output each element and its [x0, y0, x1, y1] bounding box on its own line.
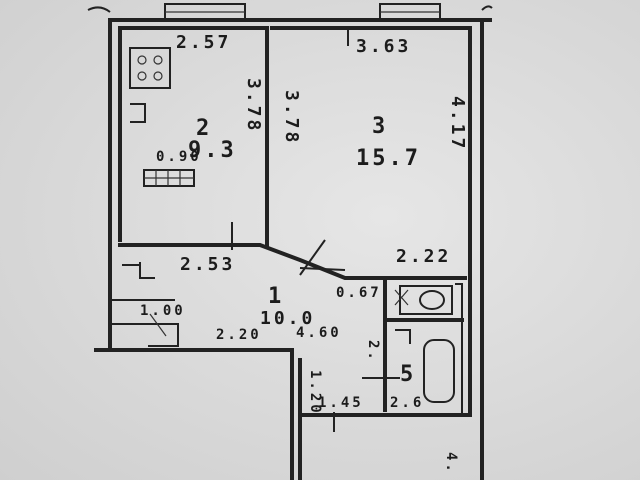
- doors: [139, 222, 346, 279]
- sink-symbol: [130, 103, 146, 123]
- windows: [87, 3, 493, 21]
- dim-hall-left: 1.00: [140, 303, 186, 319]
- room-3-area: 15.7: [356, 146, 421, 171]
- closet: [110, 299, 179, 347]
- stove-symbol: [129, 47, 171, 89]
- radiator-symbol: [143, 169, 195, 187]
- bathtub-symbol: [395, 283, 463, 415]
- room-2-number: 2: [196, 116, 213, 141]
- dim-bath-bottom: 2.6: [390, 395, 425, 411]
- room-1-number: 1: [268, 284, 285, 309]
- dim-room-right: 4.17: [447, 96, 468, 152]
- room-2-area: 9.3: [188, 138, 237, 163]
- dim-room-top: 3.63: [356, 36, 412, 57]
- dim-kitchen-top: 2.57: [176, 32, 232, 53]
- dim-kitchen-bottom: 2.53: [180, 254, 236, 275]
- room-3-number: 3: [372, 114, 389, 139]
- dim-window-small: 0.90: [156, 149, 202, 165]
- toilet-symbol: [394, 285, 453, 315]
- dim-hall-mid: 4.60: [296, 325, 342, 341]
- dim-room-left: 3.78: [281, 90, 302, 146]
- corridor-marks: [122, 28, 400, 432]
- dim-kitchen-right: 3.78: [243, 78, 264, 134]
- walls: [94, 18, 492, 480]
- room-1-area: 10.0: [260, 308, 316, 329]
- dim-hall-bottom: 2.20: [216, 327, 262, 343]
- dim-lower-right: 4.: [443, 452, 459, 475]
- dim-room-bottom: 2.22: [396, 246, 452, 267]
- dim-corridor-top: 0.67: [336, 285, 382, 301]
- room-5-number: 5: [400, 362, 417, 387]
- dim-bath-side: 2.: [365, 340, 381, 363]
- dim-corridor-bottom: 1.45: [318, 395, 364, 411]
